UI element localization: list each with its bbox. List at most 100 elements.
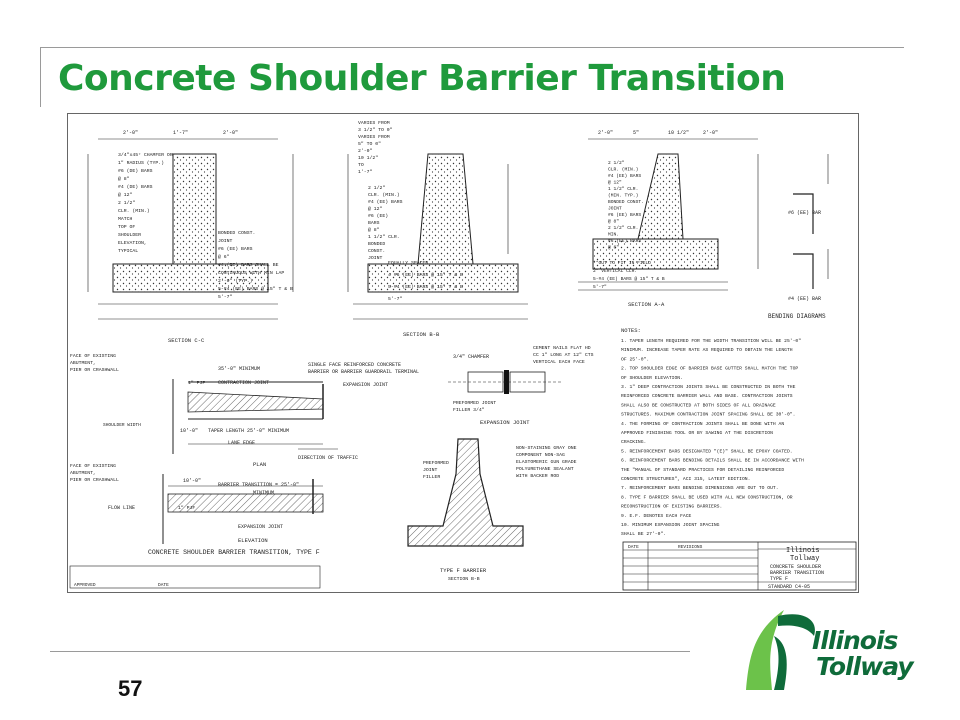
approval-label: DATE [158,582,169,588]
elevation-note: PIER OR CRASHWALL [70,477,119,483]
section-c-note: CLR. (MIN.) [118,208,150,214]
dimension-label: 10 1/2" [668,130,689,136]
general-note: OF SHOULDER ELEVATION. [621,375,683,381]
logo-line-1: Illinois [812,626,898,655]
plan-dimension: 35'-0" MINIMUM [218,366,260,372]
elevation-note: FACE OF EXISTING [70,463,116,469]
general-note: 1. TAPER LENGTH REQUIRED FOR THE WIDTH T… [621,338,801,344]
section-a-note: 5-#4 (EE) BARS @ 15" T & B [593,276,665,282]
elevation-view [162,474,324,544]
plan-note: ABUTMENT, [70,360,96,366]
title-block-header: REVISIONS [678,544,703,550]
joint-note: WITH BACKER ROD [516,473,559,479]
section-c-note: @ 8" [118,176,130,182]
plan-dimension: TAPER LENGTH 25'-0" MINIMUM [208,428,289,434]
section-b-note: 5'-7" [388,296,403,302]
plan-note: CONTRACTION JOINT [218,380,269,386]
section-a-note: 1 1/2" CLR. [608,186,638,192]
section-c-c [87,138,294,320]
joint-note: VERTICAL EACH FACE [533,359,585,365]
joint-note: COMPONENT NON-SAG [516,452,565,458]
section-b-note: CONST. [368,248,385,254]
section-a-note: (MIN. TYP.) [608,193,638,199]
joint-note: PREFORMED [423,460,449,466]
drawing-annotations: 2'-0"1'-7"2'-0"3/4"x45° CHAMFER OR1" RAD… [70,120,826,590]
section-a-note: @ 6" [608,245,619,251]
title-block-logo: Tollway [790,555,819,563]
plan-note: FACE OF EXISTING [70,353,116,359]
elevation-dimension: 10'-0" [183,478,201,484]
dimension-label: 2'-0" [358,148,373,154]
section-b-note: CLR. (MIN.) [368,192,400,198]
joint-note: FILLER [423,474,440,480]
section-b-note: EQUALLY SPACED [388,260,428,266]
joint-note: ELASTOMERIC GUN GRADE [516,459,577,465]
plan-note: 1" PJF [188,380,205,386]
section-b-note: 1 1/2" CLR. [368,234,400,240]
dimension-label: VARIES FROM [358,134,390,140]
elevation-title: ELEVATION [238,537,268,544]
section-c-note: 2'-0" (TYP.) [218,278,253,284]
bending-label: #6 (EE) BAR [788,210,821,216]
title-block-standard: STANDARD C4-05 [768,584,810,590]
general-note: REINFORCED CONCRETE BARRIER WALL AND BAS… [621,393,793,399]
section-c-note: JOINT [218,238,233,244]
plan-note: BARRIER OR BARRIER GUARDRAIL TERMINAL [308,369,419,375]
section-b-note: 4 #6 (EE) BARS @ 15" T & B [388,272,463,278]
section-a-label: SECTION A-A [628,301,665,308]
section-a-note: 5'-7" [593,284,607,290]
frame-left-rule [40,47,41,107]
section-a-note: BONDED CONST. [608,199,644,205]
section-a-note: @ 12" [608,180,622,186]
plan-note: SINGLE FACE REINFORCED CONCRETE [308,362,401,368]
plan-note: LANE EDGE [228,440,255,446]
dimension-label: 10 1/2" [358,155,378,161]
joint-note: PREFORMED JOINT [453,400,496,406]
general-note: MINIMUM. INCREASE TAPER RATE AS REQUIRED… [621,347,793,353]
slide-title: Concrete Shoulder Barrier Transition [58,58,786,99]
section-c-note: @ 12" [118,192,133,198]
plan-title: PLAN [253,461,266,468]
general-note: STRUCTURES. MAXIMUM CONTRACTION JOINT SP… [621,412,795,418]
section-b-note: #6 (EE) [368,213,388,219]
plan-view [172,379,338,454]
elevation-note: EXPANSION JOINT [238,524,283,530]
section-c-note: 3/4"x45° CHAMFER OR [118,152,173,158]
section-a-note: #6 (EE) BARS [608,212,641,218]
title-block-description: TYPE F [770,576,788,582]
dimension-label: 1'-7" [173,130,188,136]
general-note: 7. REINFORCEMENT BARS BENDING DIMENSIONS… [621,485,779,491]
general-note: 2. TOP SHOULDER EDGE OF BARRIER BASE GUT… [621,366,798,372]
elevation-note: ABUTMENT, [70,470,96,476]
section-c-note: BONDED CONST. [218,230,255,236]
dimension-label: 5" [633,130,639,136]
approval-label: APPROVED [74,582,96,588]
dimension-label: 1'-7" [358,169,373,175]
elevation-dimension: BARRIER TRANSITION = 25'-0" [218,482,299,488]
general-note: 5. REINFORCEMENT BARS DESIGNATED "(E)" S… [621,448,793,454]
general-note: CONCRETE STRUCTURES", ACI 315, LATEST ED… [621,476,750,482]
dimension-label: 5" TO 0" [358,141,381,147]
section-b-b [347,153,528,320]
frame-bottom-rule [50,651,690,652]
joint-note: FILLER 3/4" [453,407,485,413]
section-c-note: SHOULDER [118,232,141,238]
section-a-note: **CUT TO FIT IN FIELD [593,260,651,266]
section-c-note: #6 (DE) BARS [118,168,153,174]
section-b-note: JOINT [368,255,383,261]
section-a-note: @ 8" [608,219,619,225]
general-note: 3. 1" DEEP CONTRACTION JOINTS SHALL BE C… [621,384,796,390]
general-note: 6. REINFORCEMENT BARS BENDING DETAILS SH… [621,458,804,464]
joint-note: NON-STAINING GRAY ONE [516,445,577,451]
plan-note: EXPANSION JOINT [343,382,388,388]
joint-note: JOINT [423,467,438,473]
section-c-note: TOP OF [118,224,135,230]
joint-note: CEMENT NAILS FLAT HD [533,345,591,351]
section-b-label: SECTION B-B [403,331,440,338]
general-note: RECONSTRUCTION OF EXISTING BARRIERS. [621,504,722,510]
section-a-note: #4 (EE) BARS [608,173,641,179]
dimension-label: 2'-0" [703,130,718,136]
section-a-a [578,138,759,291]
section-c-note: CONTINUOUS WITH MIN LAP [218,270,284,276]
joint-note: 3/4" CHAMFER [453,354,489,360]
